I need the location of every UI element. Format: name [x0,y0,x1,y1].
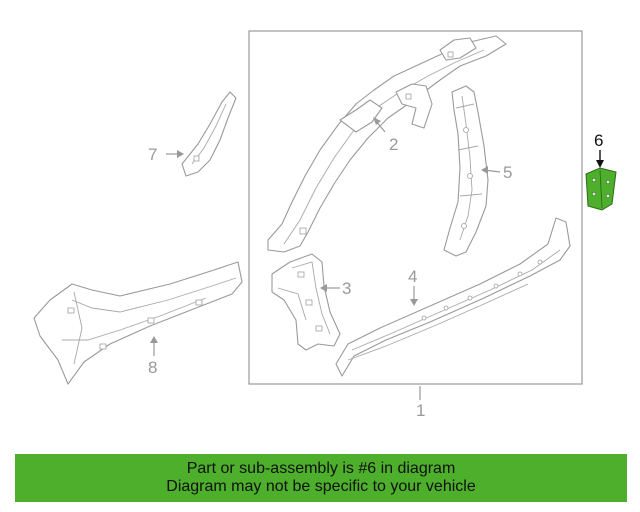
assembly-box [248,30,583,385]
part-5-b-pillar[interactable] [443,85,489,257]
info-banner: Part or sub-assembly is #6 in diagram Di… [15,454,627,502]
callout-1: 1 [416,401,425,420]
part-8-reinforcement[interactable] [33,261,243,385]
parts-diagram: 1 2 3 4 5 6 7 8 [33,30,617,420]
callout-4: 4 [408,267,417,286]
callout-3: 3 [342,279,351,298]
callout-5: 5 [503,163,512,182]
callout-6: 6 [594,131,603,150]
banner-line-2: Diagram may not be specific to your vehi… [166,478,476,495]
callout-7: 7 [148,145,157,164]
part-6-highlighted-bracket[interactable] [585,167,617,211]
leader-lines [150,117,604,400]
callout-8: 8 [148,358,157,377]
part-3-hinge-pillar[interactable] [271,253,341,351]
callout-2: 2 [389,135,398,154]
part-7-bracket[interactable] [181,91,237,177]
part-2-roof-rail[interactable] [267,35,507,253]
banner-line-1: Part or sub-assembly is #6 in diagram [186,460,456,477]
part-4-rocker-sill[interactable] [335,217,571,377]
